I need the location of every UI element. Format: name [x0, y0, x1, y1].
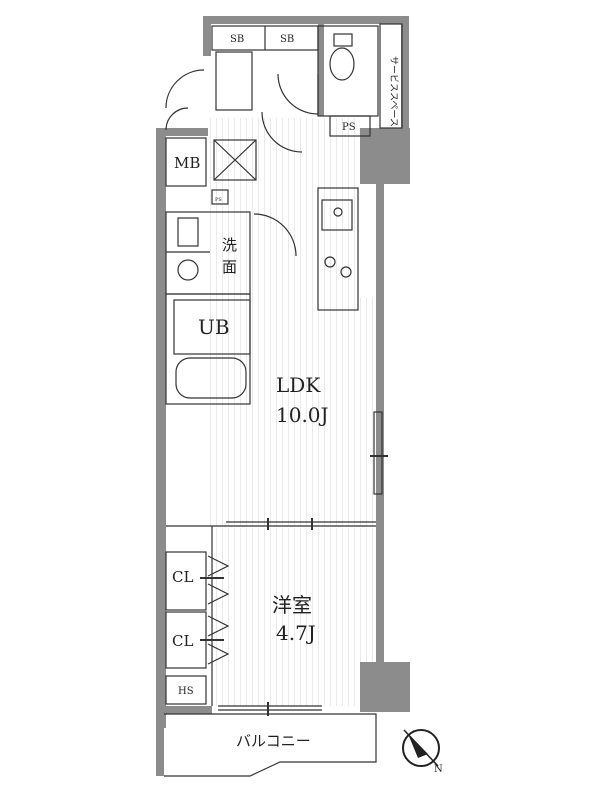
- western-room-size-label: 4.7J: [276, 621, 316, 645]
- closet-label-1: CL: [172, 568, 193, 586]
- shoe-box-label-2: SB: [280, 34, 294, 45]
- ldk-flooring-lower: [258, 298, 376, 526]
- walls: [156, 16, 410, 776]
- outdoor-space-label: サービススペース: [388, 56, 399, 127]
- closet-label-2: CL: [172, 632, 193, 650]
- unit-bath-label: UB: [198, 315, 230, 339]
- north-compass-icon: [402, 729, 440, 767]
- washroom-label-top: 洗: [222, 236, 237, 254]
- meter-box-label: MB: [174, 154, 200, 172]
- hanger-space-label: HS: [178, 686, 194, 697]
- balcony-label: バルコニー: [236, 732, 311, 750]
- western-flooring: [212, 528, 376, 706]
- shoe-box-label-1: SB: [230, 34, 244, 45]
- compass-north-label: N: [434, 764, 443, 775]
- closet-doors: [200, 455, 388, 716]
- western-room-label: 洋室: [272, 593, 312, 617]
- ldk-size-label: 10.0J: [276, 403, 329, 427]
- pipe-space-small-label: PS: [215, 197, 222, 203]
- ldk-label: LDK: [276, 373, 321, 397]
- washroom-label-bottom: 面: [222, 258, 237, 276]
- pipe-space-label: PS: [342, 122, 356, 133]
